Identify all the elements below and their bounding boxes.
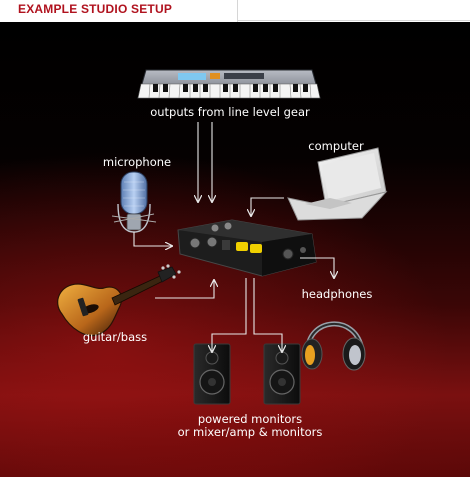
section-header: EXAMPLE STUDIO SETUP: [0, 0, 470, 22]
label-line-level-gear: outputs from line level gear: [150, 105, 310, 119]
diagram-artwork: [57, 69, 388, 405]
label-monitors-line2: or mixer/amp & monitors: [177, 425, 323, 439]
laptop-icon: [287, 147, 388, 221]
arrow-monitor-left: [212, 278, 247, 352]
microphone-icon: [111, 171, 157, 233]
guitar-icon: [57, 264, 181, 337]
keyboard-icon: [137, 69, 321, 99]
arrow-headphones: [300, 257, 334, 278]
arrow-monitor-right: [253, 278, 282, 352]
label-computer: computer: [308, 139, 364, 153]
arrow-computer: [251, 197, 284, 216]
label-guitar-bass: guitar/bass: [82, 330, 148, 344]
speaker-icon: [263, 343, 301, 405]
label-monitors-line1: powered monitors: [197, 412, 303, 426]
page-title: EXAMPLE STUDIO SETUP: [18, 2, 173, 16]
label-monitors: powered monitors or mixer/amp & monitors: [150, 413, 350, 439]
label-microphone: microphone: [102, 155, 172, 169]
label-headphones: headphones: [301, 287, 373, 301]
headphones-icon: [301, 321, 366, 371]
connection-arrows: [133, 122, 334, 352]
speaker-icon: [193, 343, 231, 405]
header-divider-vertical: [237, 0, 238, 22]
arrow-microphone: [133, 232, 172, 246]
studio-diagram: outputs from line level gear computer mi…: [0, 22, 470, 477]
audio-interface-icon: [177, 219, 317, 277]
header-divider-horizontal: [237, 20, 470, 21]
arrow-guitar: [155, 280, 214, 299]
